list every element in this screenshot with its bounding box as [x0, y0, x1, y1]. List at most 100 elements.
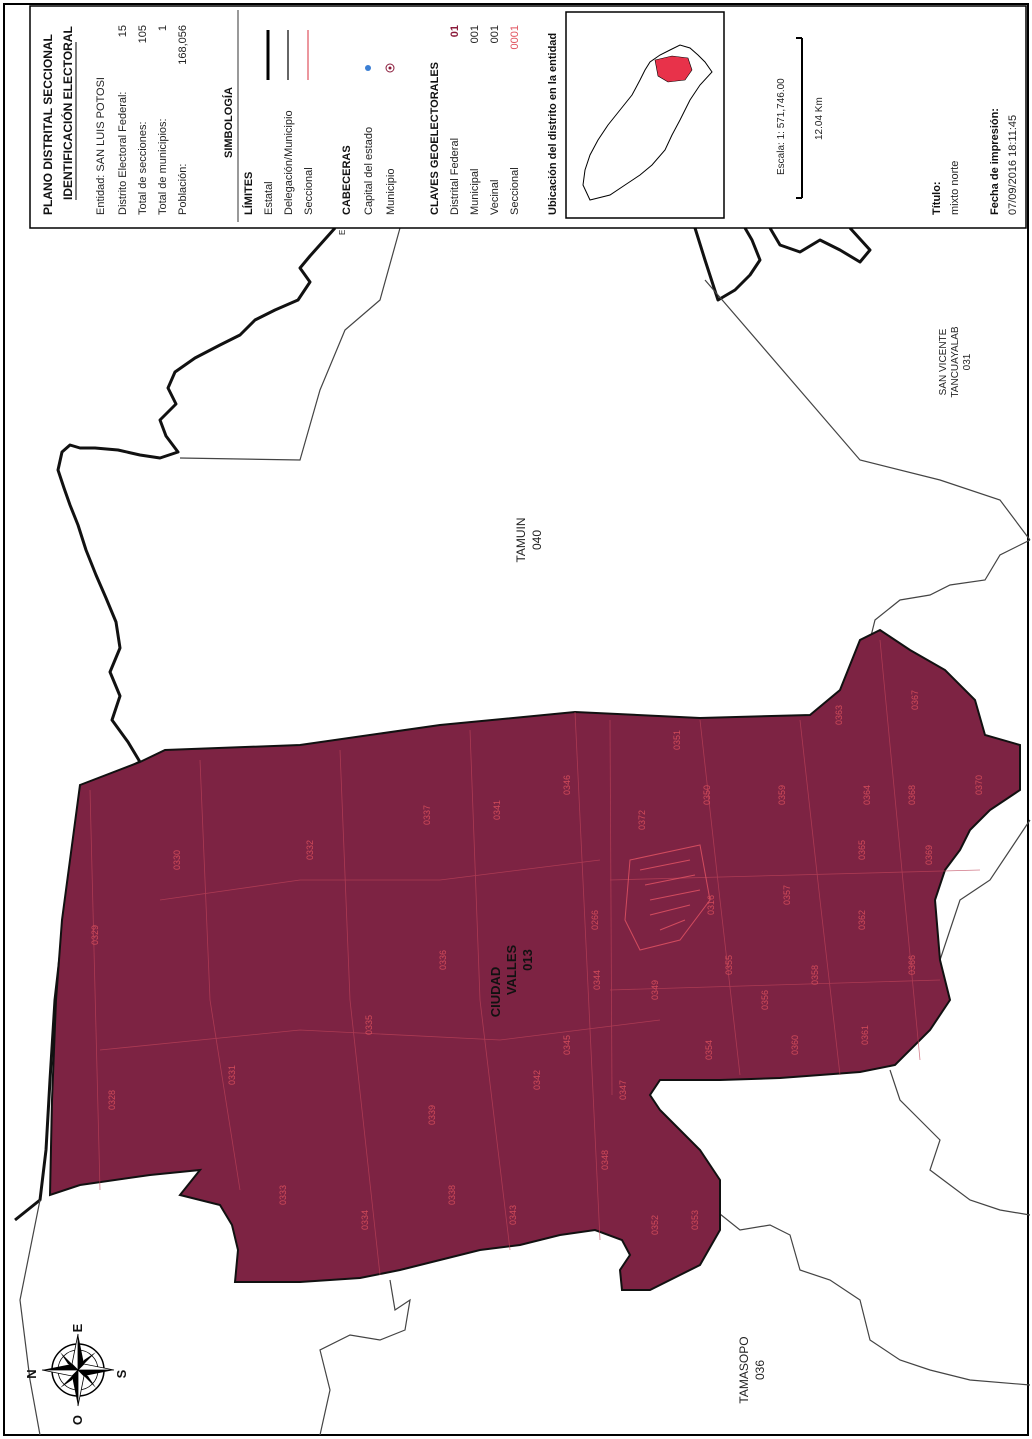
legend-panel: PLANO DISTRITAL SECCIONAL IDENTIFICACIÓN… [29, 5, 1027, 235]
svg-text:IDENTIFICACIÓN ELECTORAL: IDENTIFICACIÓN ELECTORAL [60, 26, 75, 200]
section-label: 0330 [172, 850, 182, 870]
svg-text:040: 040 [530, 530, 544, 550]
municipal-borders [19, 227, 1031, 1436]
svg-text:Seccional: Seccional [303, 167, 315, 215]
label-san-vicente: SAN VICENTE TANCUAYALAB 031 [938, 326, 973, 397]
section-label: 0359 [777, 785, 787, 805]
section-label: 0354 [704, 1040, 714, 1060]
label-ciudad-valles: CIUDAD VALLES 013 [488, 945, 535, 1018]
simbologia-heading: SIMBOLOGÍA [222, 87, 235, 158]
section-label: 0336 [438, 950, 448, 970]
section-label: 0372 [637, 810, 647, 830]
urban-cluster [624, 844, 711, 951]
svg-text:168,056: 168,056 [177, 25, 189, 65]
section-label: 0353 [690, 1210, 700, 1230]
compass-o: O [70, 1415, 85, 1425]
section-label: 0332 [305, 840, 315, 860]
section-label: 0360 [790, 1035, 800, 1055]
section-label: 0370 [974, 775, 984, 795]
section-label: 0329 [90, 925, 100, 945]
section-label: 0351 [672, 730, 682, 750]
section-label: 0358 [810, 965, 820, 985]
section-label: 0362 [857, 910, 867, 930]
district-ciudad-valles[interactable] [48, 628, 1021, 1291]
legend-claves: CLAVES GEOELECTORALES 01 Distrital Feder… [429, 25, 521, 215]
svg-text:Estatal: Estatal [263, 181, 275, 215]
svg-text:Fecha de impresión:: Fecha de impresión: [989, 108, 1001, 215]
section-label: 0328 [107, 1090, 117, 1110]
legend-titulo: Título: mixto norte Fecha de impresión: … [931, 108, 1019, 215]
svg-text:PLANO DISTRITAL SECCIONAL: PLANO DISTRITAL SECCIONAL [41, 34, 55, 215]
section-label: 0346 [562, 775, 572, 795]
section-label: 0365 [857, 840, 867, 860]
svg-text:LÍMITES: LÍMITES [242, 172, 255, 215]
svg-text:CLAVES GEOELECTORALES: CLAVES GEOELECTORALES [429, 62, 441, 215]
svg-text:031: 031 [962, 353, 973, 370]
svg-text:01: 01 [449, 25, 461, 37]
svg-text:07/09/2016 18:11:45: 07/09/2016 18:11:45 [1007, 115, 1019, 215]
svg-text:Vecinal: Vecinal [489, 180, 501, 215]
section-label: 0344 [592, 970, 602, 990]
section-label: 0316 [706, 895, 716, 915]
legend-limites: LÍMITES Estatal Delegación/Municipio Sec… [242, 30, 315, 215]
section-label: 0355 [724, 955, 734, 975]
section-label: 0347 [618, 1080, 628, 1100]
svg-text:105: 105 [137, 25, 149, 43]
svg-text:Población:: Población: [177, 164, 189, 215]
locator-district [654, 55, 693, 83]
svg-text:Escala: 1: 571,746.00: Escala: 1: 571,746.00 [776, 78, 787, 175]
svg-text:Municipio: Municipio [385, 169, 397, 215]
section-label: 0333 [278, 1185, 288, 1205]
svg-text:CABECERAS: CABECERAS [341, 145, 353, 215]
svg-text:Seccional: Seccional [509, 167, 521, 215]
svg-text:TAMASOPO: TAMASOPO [737, 1336, 751, 1403]
scale-bar: Escala: 1: 571,746.00 12.04 Km [776, 37, 825, 199]
svg-text:Total de municipios:: Total de municipios: [157, 118, 169, 215]
svg-text:E: E [338, 230, 347, 235]
section-label: 0363 [834, 705, 844, 725]
section-label: 0369 [924, 845, 934, 865]
section-label: 0331 [227, 1065, 237, 1085]
compass-e: E [70, 1323, 85, 1332]
section-label: 0349 [650, 980, 660, 1000]
section-label: 0357 [782, 885, 792, 905]
section-label: 0341 [492, 800, 502, 820]
ubicacion-heading: Ubicación del distrito en la entidad [547, 33, 559, 215]
legend-cabeceras: CABECERAS Capital del estado Municipio E [338, 63, 397, 235]
svg-text:1: 1 [157, 25, 169, 31]
compass-n: N [24, 1369, 39, 1378]
section-label: 0356 [760, 990, 770, 1010]
svg-text:mixto norte: mixto norte [949, 161, 961, 215]
label-tamasopo: TAMASOPO 036 [737, 1336, 767, 1403]
svg-text:Distrito Electoral Federal:: Distrito Electoral Federal: [117, 92, 129, 216]
legend-title: PLANO DISTRITAL SECCIONAL IDENTIFICACIÓN… [41, 26, 77, 215]
svg-text:12.04 Km: 12.04 Km [814, 97, 825, 140]
svg-text:001: 001 [489, 25, 501, 43]
compass-s: S [114, 1369, 129, 1378]
section-label: 0337 [422, 805, 432, 825]
svg-text:Capital del estado: Capital del estado [363, 127, 375, 215]
section-label: 0352 [650, 1215, 660, 1235]
svg-text:001: 001 [469, 25, 481, 43]
section-label: 0334 [360, 1210, 370, 1230]
svg-text:Título:: Título: [931, 181, 943, 215]
section-label: 0368 [907, 785, 917, 805]
capital-dot-icon [365, 65, 371, 71]
svg-text:Distrital Federal: Distrital Federal [449, 138, 461, 215]
label-tamuin: TAMUIN 040 [514, 517, 544, 562]
section-label: 0335 [364, 1015, 374, 1035]
section-labels: 0329 0330 0328 0331 0332 0333 0334 0335 … [90, 690, 984, 1235]
section-label: 0348 [600, 1150, 610, 1170]
svg-text:TAMUIN: TAMUIN [514, 517, 528, 562]
section-label: 0345 [562, 1035, 572, 1055]
section-label: 0266 [590, 910, 600, 930]
district-internal-lines [89, 639, 981, 1276]
section-label: 0366 [907, 955, 917, 975]
compass-rose-icon: N S E O [24, 1323, 129, 1425]
section-label: 0350 [702, 785, 712, 805]
legend-stats: Entidad: SAN LUIS POTOSI Distrito Electo… [95, 25, 189, 215]
section-label: 0339 [427, 1105, 437, 1125]
svg-text:CIUDAD: CIUDAD [488, 967, 503, 1018]
locator-map [565, 11, 725, 219]
svg-text:15: 15 [117, 25, 129, 37]
